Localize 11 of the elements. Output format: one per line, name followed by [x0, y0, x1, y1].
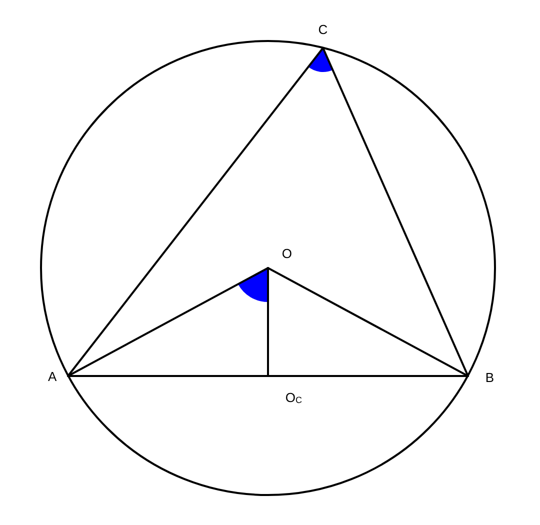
line-segment — [322, 47, 469, 377]
point-label: O — [268, 246, 292, 268]
point-label: B — [468, 366, 494, 388]
line-segment — [267, 267, 269, 377]
line-segment — [67, 375, 469, 377]
line-segment — [267, 267, 469, 377]
point-label: O$_{C}$ — [268, 377, 302, 405]
point-label: A — [48, 366, 68, 386]
point-label: C — [313, 22, 333, 48]
line-segment — [67, 47, 324, 377]
line-segment — [67, 267, 269, 377]
